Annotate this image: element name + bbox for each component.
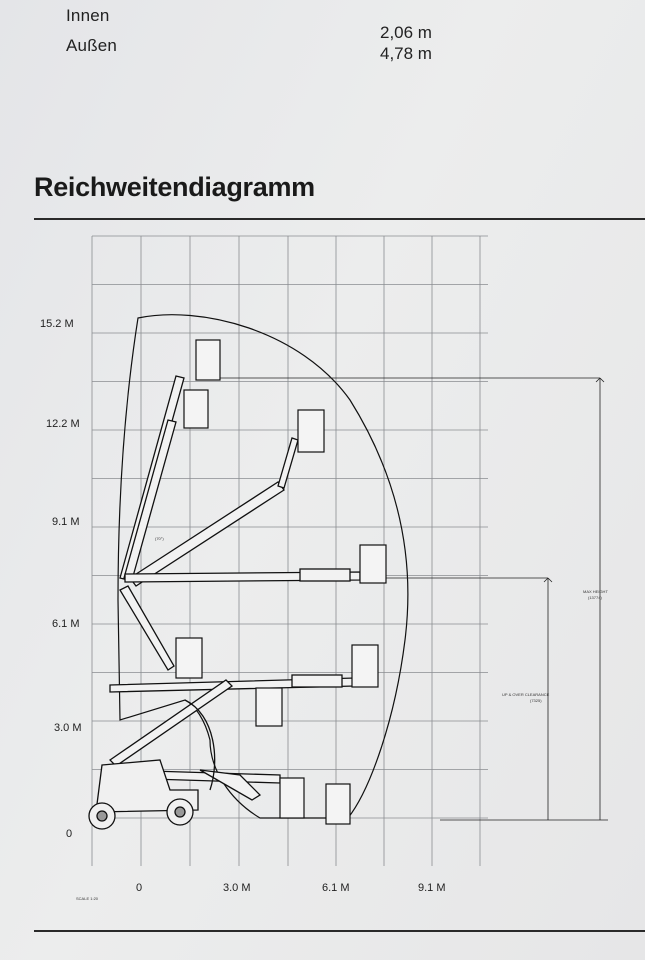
reach-envelope bbox=[117, 314, 409, 819]
spec-label-innen: Innen bbox=[66, 6, 110, 25]
x-label-9-1: 9.1 M bbox=[418, 882, 446, 894]
machine-chassis bbox=[88, 699, 216, 830]
y-label-6-1: 6.1 M bbox=[52, 618, 80, 630]
y-label-9-1: 9.1 M bbox=[52, 516, 80, 528]
heading-rule bbox=[34, 218, 645, 220]
max-height-label: MAX HEIGHT bbox=[583, 589, 608, 594]
up-over-value: (7325) bbox=[530, 698, 542, 703]
y-label-15-2: 15.2 M bbox=[40, 318, 74, 330]
up-over-label: UP & OVER CLEARANCE bbox=[502, 692, 550, 697]
spec-value-aussen: 4,78 m bbox=[380, 44, 432, 63]
dimension-lines bbox=[220, 377, 608, 821]
spec-label-aussen: Außen bbox=[66, 36, 118, 55]
boom-angle-label: (70°) bbox=[155, 536, 164, 541]
max-height-value: (13774) bbox=[588, 595, 602, 600]
platforms bbox=[175, 339, 387, 825]
y-label-3-0: 3.0 M bbox=[54, 722, 82, 734]
x-label-6-1: 6.1 M bbox=[322, 882, 350, 894]
section-heading: Reichweitendiagramm bbox=[34, 172, 315, 202]
scale-note: SCALE 1:20 bbox=[76, 896, 99, 901]
x-label-0: 0 bbox=[136, 882, 143, 894]
x-label-3-0: 3.0 M bbox=[223, 882, 251, 894]
spec-value-innen: 2,06 m bbox=[380, 23, 432, 42]
y-label-12-2: 12.2 M bbox=[46, 418, 80, 430]
y-label-0: 0 bbox=[66, 828, 73, 840]
bottom-rule bbox=[34, 930, 645, 932]
